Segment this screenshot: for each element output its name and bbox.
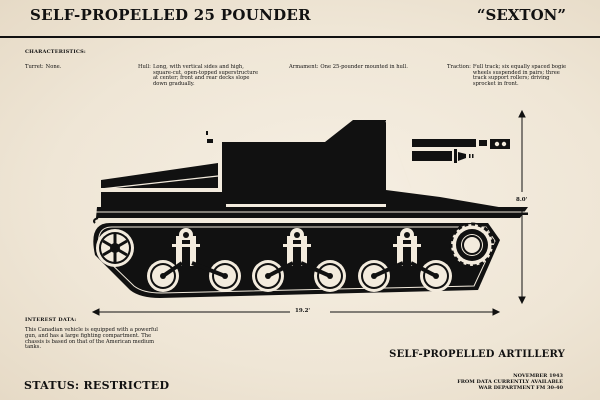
height-dimension: [518, 109, 526, 305]
spec-label: Armament:: [289, 64, 319, 70]
spec-label: Hull:: [138, 64, 151, 70]
rear-idler-wheel: [96, 229, 134, 267]
gun-barrel: [412, 139, 510, 163]
interest-heading: INTEREST DATA:: [25, 317, 77, 323]
spec-label: Traction:: [447, 64, 471, 70]
spec-value: One 25-pounder mounted in hull.: [320, 64, 408, 70]
vehicle-nickname: “SEXTON”: [476, 6, 566, 24]
spec-turret: Turret: None.: [25, 64, 125, 71]
field-manual-reference: WAR DEPARTMENT FM 30-40: [478, 385, 563, 391]
track-assembly: [93, 222, 500, 298]
spec-label: Turret:: [25, 64, 44, 70]
hull-silhouette: [96, 120, 528, 218]
vehicle-category: SELF-PROPELLED ARTILLERY: [389, 349, 565, 360]
spec-value: None.: [45, 64, 62, 70]
spec-traction: Traction: Full track; six equally spaced…: [447, 64, 567, 87]
bogie-unit-2: [252, 228, 346, 292]
source-block: NOVEMBER 1943 FROM DATA CURRENTLY AVAILA…: [457, 373, 563, 391]
vehicle-title: SELF-PROPELLED 25 POUNDER: [30, 6, 311, 24]
status-badge: STATUS: RESTRICTED: [24, 379, 170, 392]
length-dimension: [91, 308, 501, 316]
height-label: 8.0': [516, 197, 528, 203]
header-divider: [0, 36, 600, 38]
characteristics-heading: CHARACTERISTICS:: [25, 49, 86, 55]
publication-date: NOVEMBER 1943: [513, 373, 563, 379]
spec-armament: Armament: One 25-pounder mounted in hull…: [289, 64, 429, 71]
bogie-unit-3: [358, 228, 452, 292]
interest-body: This Canadian vehicle is equipped with a…: [25, 327, 158, 351]
drive-sprocket: [449, 222, 495, 268]
source-line: FROM DATA CURRENTLY AVAILABLE: [457, 379, 563, 385]
length-label: 19.2': [295, 308, 311, 314]
spec-value: Full track; six equally spaced bogie whe…: [472, 64, 567, 87]
spec-hull: Hull: Long, with vertical sides and high…: [138, 64, 263, 87]
bogie-unit-1: [147, 228, 241, 292]
spec-value: Long, with vertical sides and high, squa…: [152, 64, 259, 87]
